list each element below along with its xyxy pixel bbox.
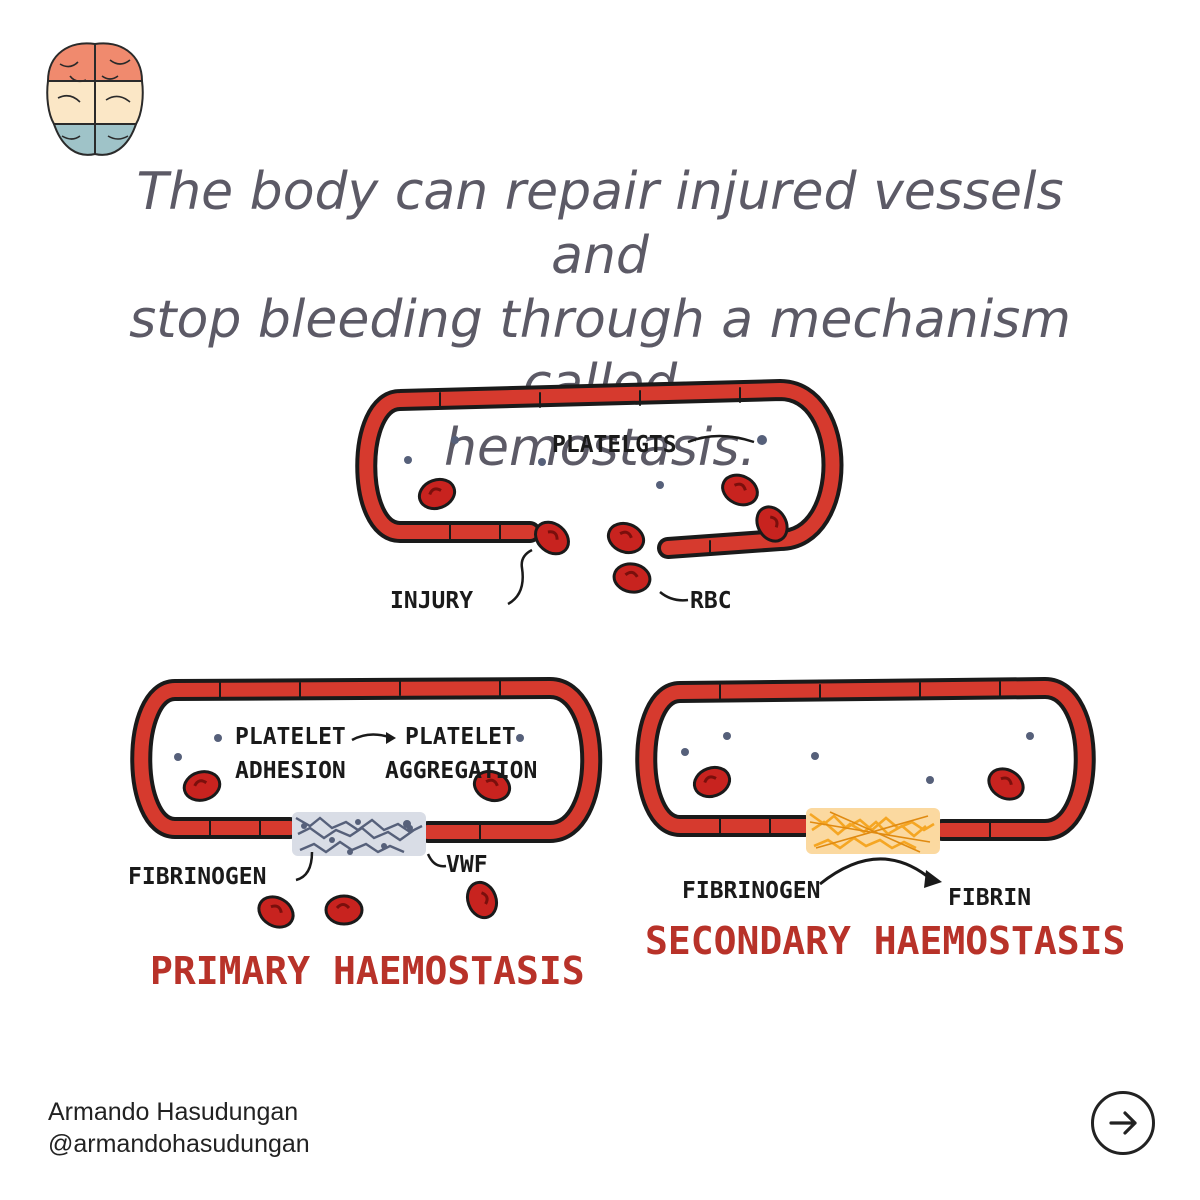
red-blood-cells-right (688, 761, 1031, 807)
author-credit: Armando Hasudungan @armandohasudungan (48, 1096, 310, 1160)
arrow-head (924, 870, 942, 888)
label-rbc: RBC (690, 588, 732, 614)
leader-vwf (426, 853, 447, 868)
fibrin-clot (806, 808, 940, 854)
label-vwf: VWF (446, 852, 488, 878)
brain-logo-icon (46, 42, 144, 156)
headline-line-1: The body can repair injured vessels and (136, 162, 1064, 286)
label-fibrinogen-left: FIBRINOGEN (128, 864, 266, 890)
label-platelet-aggregation-line-2: AGGREGATION (385, 758, 537, 784)
author-handle: @armandohasudungan (48, 1130, 310, 1158)
label-fibrinogen-right: FIBRINOGEN (682, 878, 820, 904)
arrow-head (386, 732, 396, 744)
platelet-dots-right (681, 732, 1034, 784)
label-injury: INJURY (390, 588, 473, 614)
injured-vessel-panel: PLATELGTS INJURY RBC (355, 378, 844, 614)
leader-platelets (687, 434, 755, 444)
secondary-haemostasis-panel: FIBRINOGEN FIBRIN SECONDARY HAEMOSTASIS (635, 676, 1125, 963)
label-platelet-adhesion-line-1: PLATELET (235, 724, 346, 750)
leader-rbc (659, 591, 689, 602)
title-secondary-haemostasis: SECONDARY HAEMOSTASIS (645, 919, 1125, 963)
label-fibrin: FIBRIN (948, 885, 1031, 911)
arrow-fibrinogen-to-fibrin (819, 857, 933, 886)
label-platelet-adhesion-line-2: ADHESION (235, 758, 346, 784)
platelet-plug (292, 812, 426, 856)
next-button[interactable] (1091, 1091, 1155, 1155)
leader-fibrinogen-left (295, 851, 314, 882)
platelet-dots-top (404, 435, 767, 489)
vessel-wall-left-panel (130, 676, 603, 843)
leader-injury (507, 548, 533, 606)
primary-haemostasis-panel: PLATELET ADHESION PLATELET AGGREGATION F… (128, 676, 603, 993)
title-primary-haemostasis: PRIMARY HAEMOSTASIS (150, 949, 585, 993)
vessel-wall-top-panel (355, 378, 844, 559)
label-platelets: PLATELGTS (552, 432, 677, 458)
platelet-dots-left (174, 734, 524, 828)
label-platelet-aggregation-line-1: PLATELET (405, 724, 516, 750)
arrow-right-circle-icon (1109, 1111, 1137, 1135)
author-name: Armando Hasudungan (48, 1098, 299, 1126)
headline-line-3: hemostasis. (444, 418, 756, 478)
vessel-wall-right-panel (635, 676, 1096, 841)
